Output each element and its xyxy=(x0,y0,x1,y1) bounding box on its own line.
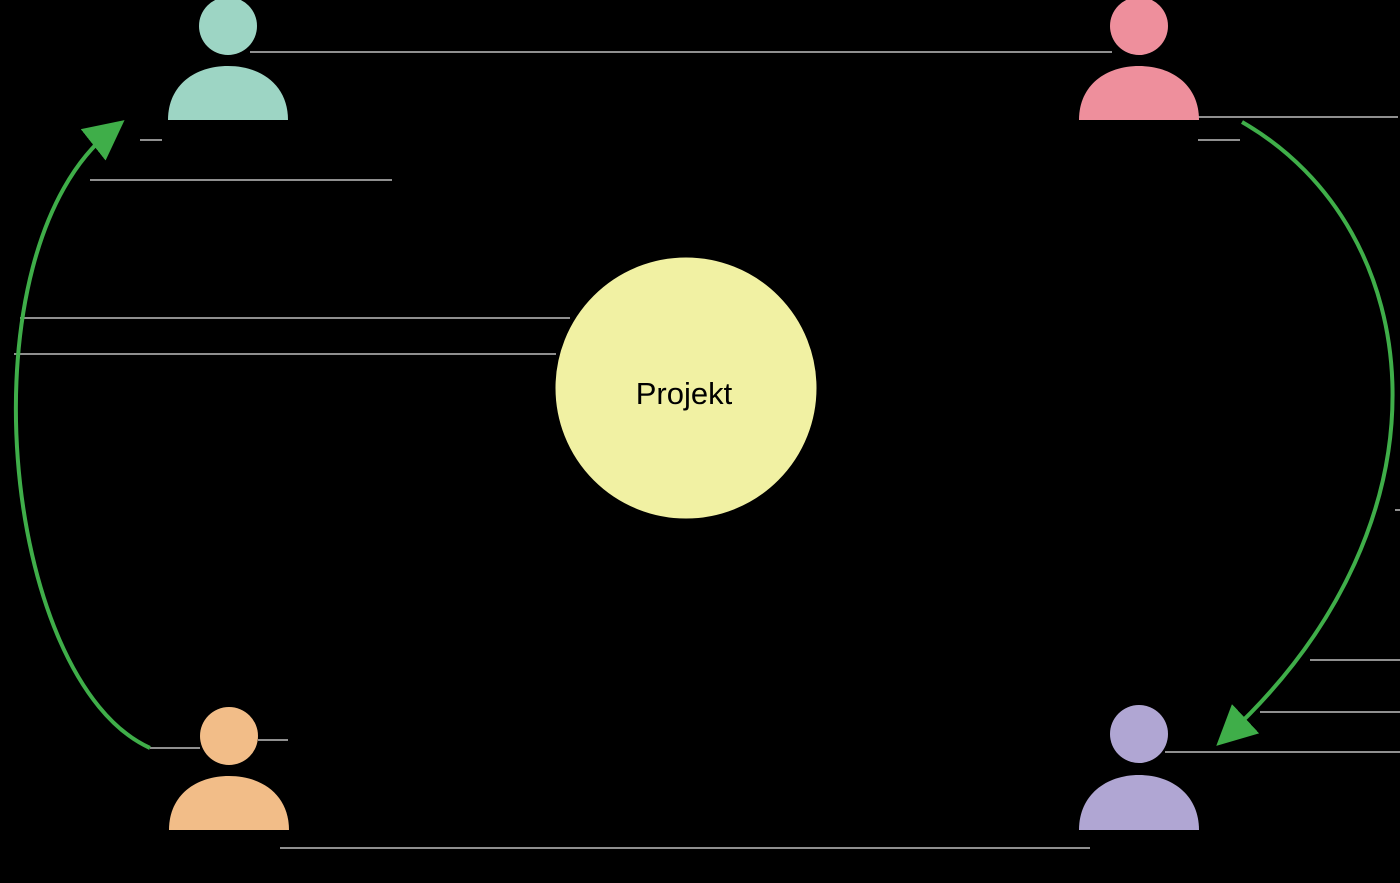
project-label: Projekt xyxy=(636,376,733,411)
user-icon xyxy=(169,707,289,830)
project-circle xyxy=(552,254,820,522)
project-node: Projekt xyxy=(552,254,820,522)
user-3-body xyxy=(1079,775,1199,830)
user-4-head xyxy=(200,707,258,765)
user-2-body xyxy=(1079,66,1199,120)
user-4-node xyxy=(169,707,289,830)
guide-lines xyxy=(14,51,1400,849)
user-3-node xyxy=(1079,705,1199,830)
user-icon xyxy=(1079,705,1199,830)
cycle-arrows xyxy=(13,120,1395,750)
user-3-head xyxy=(1110,705,1168,763)
arrow-user2-to-user3 xyxy=(1216,120,1395,746)
user-icon xyxy=(168,0,288,120)
user-icon xyxy=(1079,0,1199,120)
user-1-body xyxy=(168,66,288,120)
arrow-user4-to-user1 xyxy=(13,120,151,750)
user-1-head xyxy=(199,0,257,55)
user-4-body xyxy=(169,776,289,830)
user-2-head xyxy=(1110,0,1168,55)
user-2-node xyxy=(1079,0,1199,120)
user-1-node xyxy=(168,0,288,120)
